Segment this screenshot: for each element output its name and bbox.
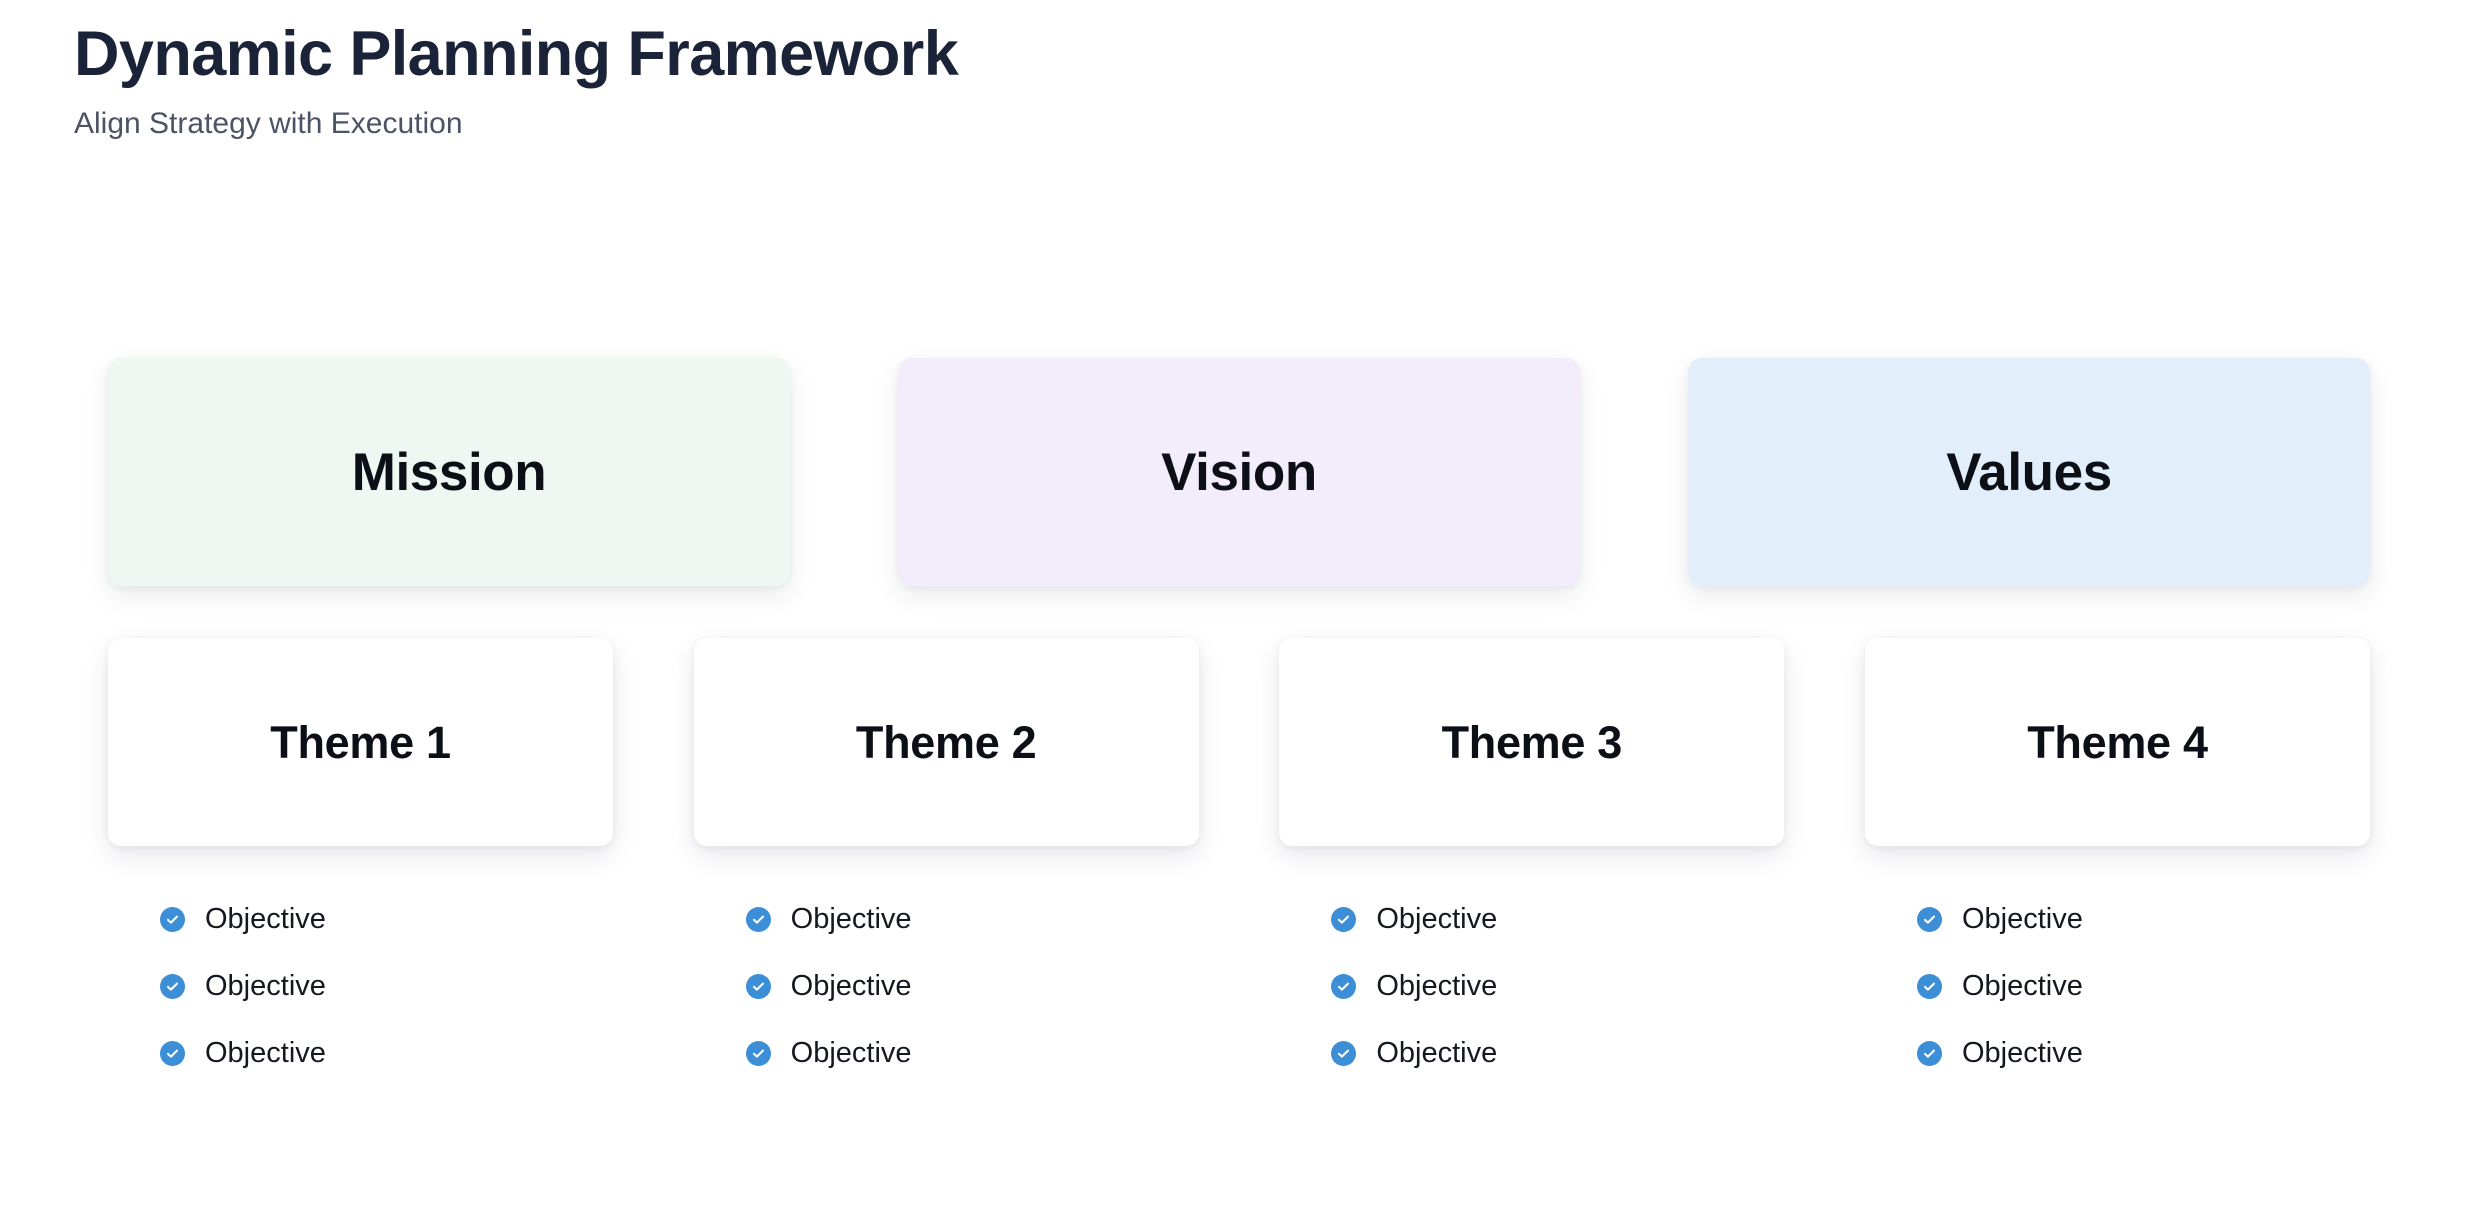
objective-item[interactable]: Objective xyxy=(1916,1036,2370,1070)
objective-label: Objective xyxy=(1376,969,1498,1002)
pillar-card-values[interactable]: Values xyxy=(1688,358,2370,586)
pillar-card-mission[interactable]: Mission xyxy=(108,358,790,586)
check-circle-icon xyxy=(745,973,771,999)
objective-label: Objective xyxy=(205,902,326,935)
page-header: Dynamic Planning Framework Align Strateg… xyxy=(74,18,2374,142)
pillar-row: Mission Vision Values xyxy=(108,358,2370,586)
objective-item[interactable]: Objective xyxy=(160,1036,613,1070)
objectives-row: Objective Objective Objective O xyxy=(108,902,2370,1070)
objective-label: Objective xyxy=(1376,1036,1498,1069)
objective-column-1: Objective Objective Objective xyxy=(108,902,613,1070)
objective-label: Objective xyxy=(205,1036,326,1069)
objective-item[interactable]: Objective xyxy=(1331,902,1784,936)
objective-label: Objective xyxy=(790,902,912,935)
objective-item[interactable]: Objective xyxy=(1331,1036,1784,1070)
check-circle-icon xyxy=(160,1040,185,1066)
objective-column-3: Objective Objective Objective xyxy=(1279,902,1784,1070)
pillar-card-vision[interactable]: Vision xyxy=(898,358,1580,586)
objective-label: Objective xyxy=(790,1036,912,1069)
check-circle-icon xyxy=(160,973,185,999)
page-title: Dynamic Planning Framework xyxy=(74,19,959,89)
objective-item[interactable]: Objective xyxy=(1916,969,2370,1003)
objective-item[interactable]: Objective xyxy=(160,969,613,1003)
theme-label-2: Theme 2 xyxy=(855,716,1037,768)
check-circle-icon xyxy=(1331,973,1357,999)
objective-column-4: Objective Objective Objective xyxy=(1865,902,2370,1070)
theme-label-4: Theme 4 xyxy=(2027,716,2208,768)
check-circle-icon xyxy=(1331,1040,1357,1066)
check-circle-icon xyxy=(745,906,771,932)
pillar-label-mission: Mission xyxy=(351,442,547,502)
objective-label: Objective xyxy=(1961,1036,2083,1069)
objective-label: Objective xyxy=(1376,902,1498,935)
check-circle-icon xyxy=(160,906,185,932)
objective-item[interactable]: Objective xyxy=(745,969,1199,1003)
theme-card-1[interactable]: Theme 1 xyxy=(108,638,613,846)
pillar-label-values: Values xyxy=(1946,442,2112,502)
objective-label: Objective xyxy=(205,969,326,1002)
check-circle-icon xyxy=(1916,973,1942,999)
objective-item[interactable]: Objective xyxy=(160,902,613,936)
objective-label: Objective xyxy=(790,969,912,1002)
objective-item[interactable]: Objective xyxy=(745,1036,1199,1070)
theme-label-3: Theme 3 xyxy=(1441,716,1623,768)
objective-item[interactable]: Objective xyxy=(1916,902,2370,936)
check-circle-icon xyxy=(1331,906,1357,932)
theme-card-3[interactable]: Theme 3 xyxy=(1279,638,1785,846)
theme-card-2[interactable]: Theme 2 xyxy=(693,638,1199,846)
objective-item[interactable]: Objective xyxy=(1331,969,1784,1003)
objective-column-2: Objective Objective Objective xyxy=(694,902,1199,1070)
theme-label-1: Theme 1 xyxy=(270,716,451,768)
theme-row: Theme 1 Theme 2 Theme 3 Theme 4 xyxy=(108,638,2370,846)
objective-label: Objective xyxy=(1961,969,2083,1002)
check-circle-icon xyxy=(745,1040,771,1066)
objective-item[interactable]: Objective xyxy=(745,902,1199,936)
theme-card-4[interactable]: Theme 4 xyxy=(1864,638,2370,846)
check-circle-icon xyxy=(1916,1040,1942,1066)
page-subtitle: Align Strategy with Execution xyxy=(74,107,463,141)
check-circle-icon xyxy=(1916,906,1942,932)
pillar-label-vision: Vision xyxy=(1161,442,1317,502)
objective-label: Objective xyxy=(1961,902,2083,935)
